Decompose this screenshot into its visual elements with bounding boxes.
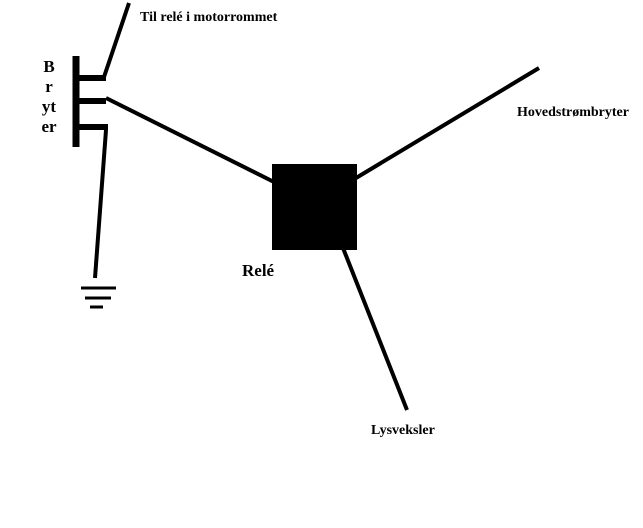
wire-to-engine-room [102, 2, 131, 78]
label-switch: Bryter [41, 57, 57, 136]
label-light-switch: Lysveksler [371, 423, 435, 438]
wire-relay-to-light-switch [341, 247, 409, 411]
label-main-switch: Hovedstrømbryter [517, 105, 629, 120]
ground-symbol-icon [81, 286, 116, 309]
wire-switch-to-relay [105, 96, 275, 184]
label-relay: Relé [242, 261, 275, 280]
relay-box [272, 164, 357, 250]
wire-relay-to-main-switch [354, 66, 541, 180]
label-to-engine-room-relay: Til relé i motorrommet [140, 10, 278, 25]
wire-switch-to-ground [93, 129, 108, 279]
